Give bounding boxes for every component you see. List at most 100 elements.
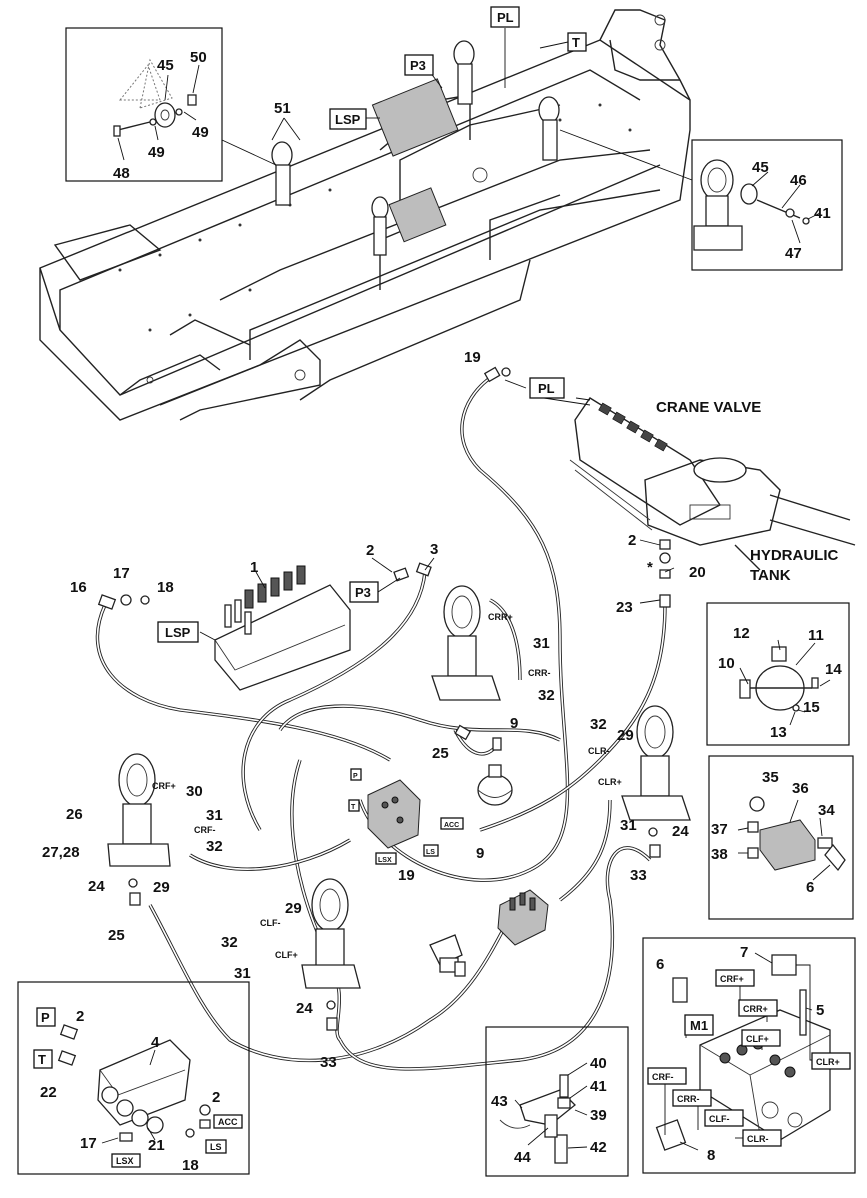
svg-text:41: 41 xyxy=(814,205,831,222)
mini-tag-p: P xyxy=(350,768,362,781)
outrigger-cylinder-crr xyxy=(431,585,501,701)
svg-text:P: P xyxy=(353,773,358,780)
svg-text:38: 38 xyxy=(711,846,728,863)
inset-swivel-mount xyxy=(65,27,277,182)
svg-text:6: 6 xyxy=(656,956,664,973)
tag-p3-top: P3 xyxy=(404,54,434,76)
svg-text:14: 14 xyxy=(825,661,842,678)
svg-text:36: 36 xyxy=(792,780,809,797)
svg-text:19: 19 xyxy=(398,867,415,884)
svg-text:CRF+: CRF+ xyxy=(720,974,744,984)
svg-text:29: 29 xyxy=(285,900,302,917)
svg-text:CRR+: CRR+ xyxy=(743,1004,768,1014)
svg-text:31: 31 xyxy=(533,635,550,652)
svg-text:45: 45 xyxy=(157,57,174,74)
outrigger-control-valve xyxy=(497,889,549,946)
svg-text:32: 32 xyxy=(590,716,607,733)
svg-text:20: 20 xyxy=(689,564,706,581)
svg-text:18: 18 xyxy=(182,1157,199,1174)
tag-acc-inset: ACC xyxy=(213,1114,243,1129)
svg-text:16: 16 xyxy=(70,579,87,596)
svg-text:17: 17 xyxy=(113,565,130,582)
svg-text:LSX: LSX xyxy=(116,1156,134,1166)
svg-text:P3: P3 xyxy=(410,58,426,73)
svg-text:25: 25 xyxy=(432,745,449,762)
svg-text:49: 49 xyxy=(148,144,165,161)
svg-text:6: 6 xyxy=(806,879,814,896)
hose-tag-clr-plus: CLR+ xyxy=(598,777,622,787)
svg-text:M1: M1 xyxy=(690,1018,708,1033)
svg-text:13: 13 xyxy=(770,724,787,741)
svg-text:15: 15 xyxy=(803,699,820,716)
hose-tag-clf-plus: CLF+ xyxy=(275,950,298,960)
svg-text:12: 12 xyxy=(733,625,750,642)
svg-text:CLF-: CLF- xyxy=(709,1114,730,1124)
svg-text:5: 5 xyxy=(816,1002,824,1019)
mini-tag-acc: ACC xyxy=(440,817,464,830)
tag-ls-inset: LS xyxy=(205,1139,227,1154)
svg-text:LS: LS xyxy=(426,849,435,856)
fittings xyxy=(97,366,671,1031)
svg-text:2: 2 xyxy=(212,1089,220,1106)
svg-text:32: 32 xyxy=(538,687,555,704)
svg-text:26: 26 xyxy=(66,806,83,823)
svg-text:47: 47 xyxy=(785,245,802,262)
svg-text:23: 23 xyxy=(616,599,633,616)
outrigger-cylinder-clr xyxy=(621,705,691,821)
svg-text:17: 17 xyxy=(80,1135,97,1152)
svg-text:4: 4 xyxy=(151,1034,160,1051)
svg-text:PL: PL xyxy=(497,10,514,25)
inset-eye-cylinder xyxy=(559,129,843,271)
crane-valve-label: CRANE VALVE xyxy=(656,399,761,416)
tag-t-inset: T xyxy=(33,1049,53,1069)
tag-pl-top: PL xyxy=(490,6,520,28)
svg-text:24: 24 xyxy=(296,1000,313,1017)
tag-clr-minus: CLR- xyxy=(742,1129,782,1147)
tag-crf-minus: CRF- xyxy=(647,1067,687,1085)
tag-m1: M1 xyxy=(684,1014,714,1036)
accumulator xyxy=(477,764,513,806)
mini-tag-ls: LS xyxy=(423,844,439,857)
tank-label: TANK xyxy=(750,567,791,584)
svg-text:T: T xyxy=(351,804,356,811)
svg-text:39: 39 xyxy=(590,1107,607,1124)
tag-p-inset: P xyxy=(36,1007,56,1027)
central-manifold xyxy=(367,779,421,849)
svg-text:31: 31 xyxy=(206,807,223,824)
svg-text:31: 31 xyxy=(620,817,637,834)
hose-tag-crr-minus: CRR- xyxy=(528,668,551,678)
callouts: 50 45 49 49 48 51 45 46 41 47 19 2 20 23… xyxy=(40,49,842,1174)
svg-text:2: 2 xyxy=(628,532,636,549)
svg-text:35: 35 xyxy=(762,769,779,786)
tag-t-top: T xyxy=(567,32,587,52)
svg-text:49: 49 xyxy=(192,124,209,141)
hose-tag-crf-minus: CRF- xyxy=(194,825,216,835)
svg-text:CRR-: CRR- xyxy=(677,1094,700,1104)
svg-text:37: 37 xyxy=(711,821,728,838)
svg-text:P: P xyxy=(41,1010,50,1025)
tag-pl-mid: PL xyxy=(529,377,565,399)
outrigger-cylinder-crf xyxy=(107,753,171,867)
svg-text:2: 2 xyxy=(366,542,374,559)
leader-lines xyxy=(199,28,675,641)
svg-text:32: 32 xyxy=(221,934,238,951)
svg-text:46: 46 xyxy=(790,172,807,189)
svg-text:CLF+: CLF+ xyxy=(746,1034,769,1044)
tag-clr-plus: CLR+ xyxy=(811,1052,851,1070)
svg-text:31: 31 xyxy=(234,965,251,982)
tag-crf-plus: CRF+ xyxy=(715,969,755,987)
svg-text:CRF-: CRF- xyxy=(652,1072,674,1082)
hose-tag-clf-minus: CLF- xyxy=(260,918,281,928)
svg-text:27,28: 27,28 xyxy=(42,844,80,861)
svg-text:33: 33 xyxy=(630,867,647,884)
tag-crr-minus: CRR- xyxy=(672,1089,712,1107)
svg-text:1: 1 xyxy=(250,559,258,576)
svg-text:24: 24 xyxy=(672,823,689,840)
svg-text:34: 34 xyxy=(818,802,835,819)
svg-text:18: 18 xyxy=(157,579,174,596)
svg-text:3: 3 xyxy=(430,541,438,558)
mini-tag-lsx: LSX xyxy=(375,852,397,865)
svg-text:32: 32 xyxy=(206,838,223,855)
tag-lsx-inset: LSX xyxy=(111,1153,141,1168)
svg-text:42: 42 xyxy=(590,1139,607,1156)
